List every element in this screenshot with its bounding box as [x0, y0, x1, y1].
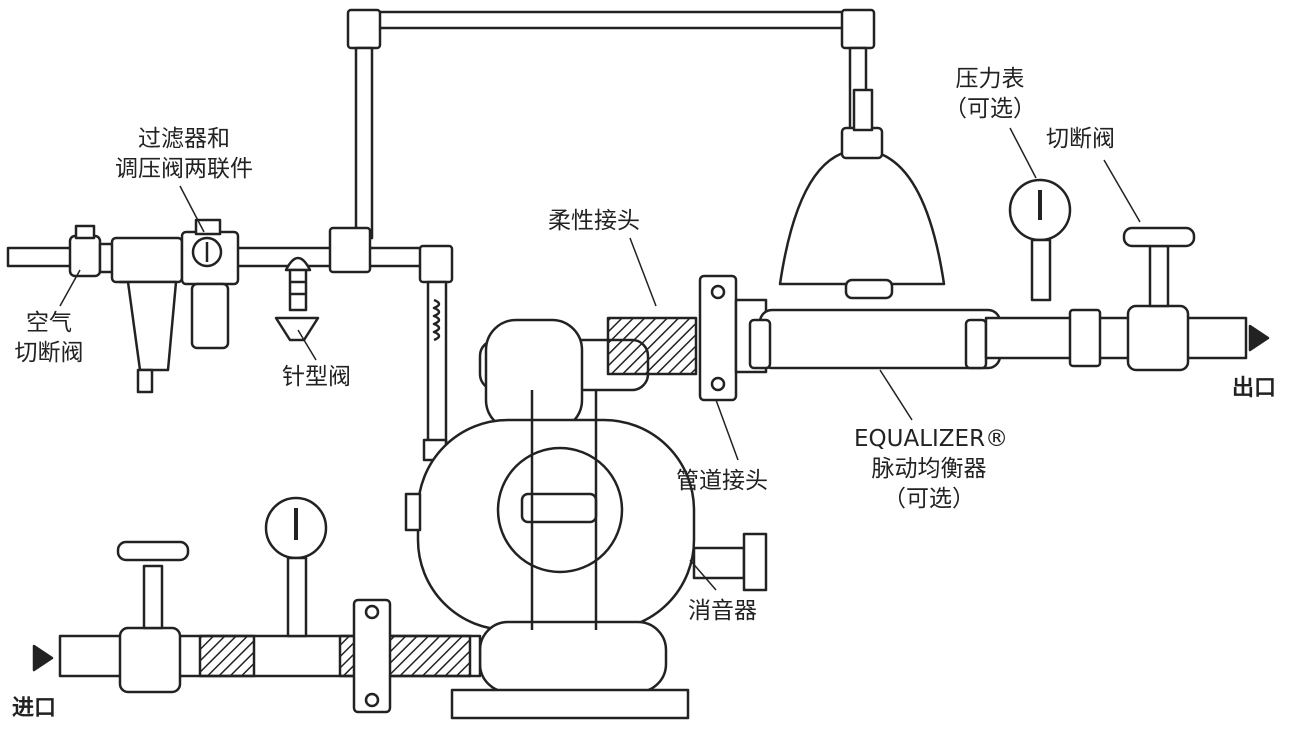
muffler-label: 消音器	[688, 598, 757, 624]
shutoff-valve-label: 切断阀	[1046, 126, 1115, 152]
pipe-joint-label: 管道接头	[676, 468, 768, 494]
equalizer-dampener	[748, 88, 1002, 370]
inlet-pipe	[32, 540, 482, 714]
equalizer-label-line3: （可选）	[883, 486, 975, 512]
air-shutoff-label-line1: 空气	[26, 310, 72, 336]
upper-air-pipe	[346, 8, 876, 240]
equalizer-label-line1: EQUALIZER®	[854, 426, 1009, 452]
diaphragm-pump	[404, 318, 768, 720]
flexible-joint-label: 柔性接头	[548, 208, 640, 234]
pressure-gauge-label-line2: （可选）	[944, 96, 1036, 122]
inlet-label: 进口	[12, 696, 57, 721]
outlet-label: 出口	[1232, 376, 1277, 401]
equalizer-label: EQUALIZER® 脉动均衡器 （可选）	[854, 424, 1009, 514]
filter-regulator-label: 过滤器和 调压阀两联件	[84, 124, 284, 184]
inlet-pressure-gauge	[264, 496, 328, 638]
outlet-pressure-gauge	[1008, 178, 1072, 302]
air-shutoff-label-line2: 切断阀	[14, 340, 84, 366]
air-shutoff-valve-label: 空气 切断阀	[4, 308, 94, 368]
outlet-pipe	[984, 226, 1270, 372]
needle-valve-label: 针型阀	[282, 364, 351, 390]
equalizer-label-line2: 脉动均衡器	[871, 456, 987, 482]
filter-regulator-unit	[110, 218, 240, 394]
pressure-gauge-label-line1: 压力表	[955, 66, 1025, 92]
air-shutoff-valve	[68, 224, 116, 278]
leader-lines	[59, 127, 1141, 591]
pressure-gauge-label: 压力表 （可选）	[930, 64, 1050, 124]
filter-regulator-label-line2: 调压阀两联件	[115, 156, 253, 182]
filter-regulator-label-line1: 过滤器和	[138, 126, 230, 152]
needle-valve	[274, 256, 320, 342]
